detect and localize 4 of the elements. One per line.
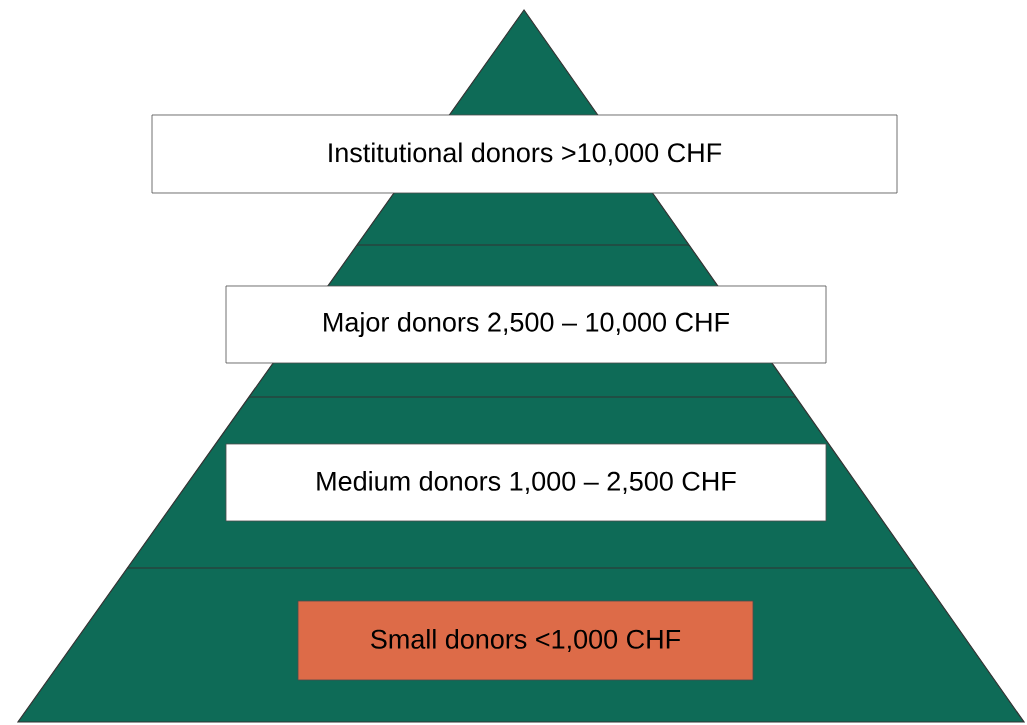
tier-box: Small donors <1,000 CHF <box>297 600 754 681</box>
tier-box: Medium donors 1,000 – 2,500 CHF <box>225 443 827 522</box>
tier-box: Major donors 2,500 – 10,000 CHF <box>225 285 827 364</box>
tier-box: Institutional donors >10,000 CHF <box>151 114 898 194</box>
